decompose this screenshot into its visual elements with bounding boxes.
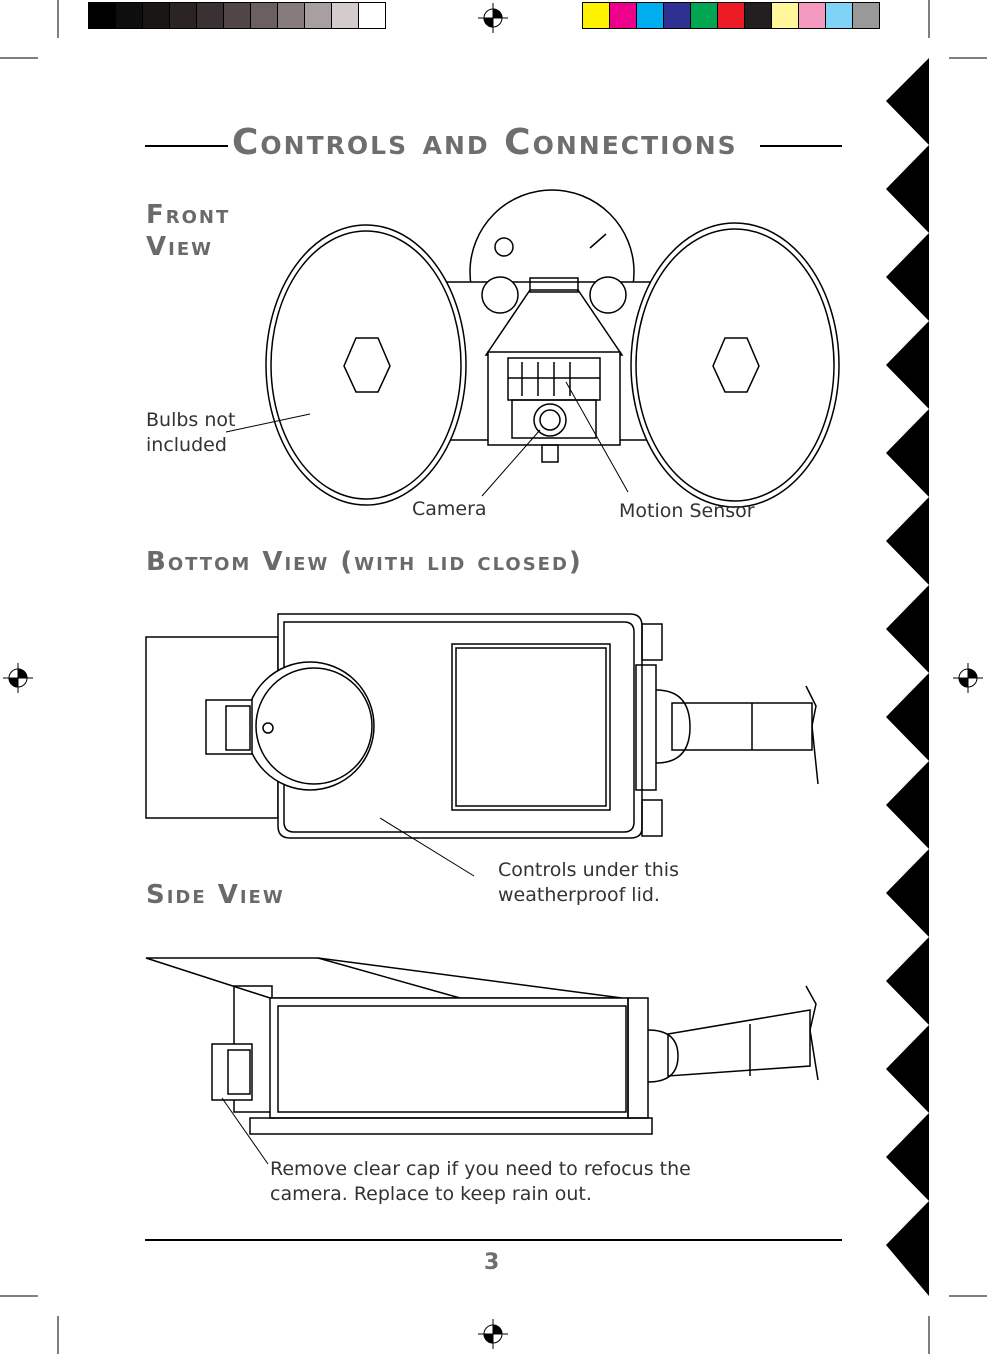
- cap-label-line1: Remove clear cap if you need to refocus …: [270, 1158, 691, 1180]
- gray-swatch: [358, 3, 385, 28]
- color-swatch: [690, 3, 717, 28]
- side-view-heading: Side View: [146, 880, 285, 910]
- front-view-drawing: [265, 189, 840, 508]
- color-swatch: [717, 3, 744, 28]
- page-number: 3: [484, 1250, 500, 1275]
- color-swatch: [636, 3, 663, 28]
- color-swatch: [852, 3, 879, 28]
- registration-target-top: [478, 3, 508, 33]
- bottom-view-heading: Bottom View (with lid closed): [146, 547, 583, 577]
- zigzag-edge-decoration: [886, 58, 929, 1296]
- lid-label-line1: Controls under this: [498, 859, 679, 881]
- motion-sensor-label: Motion Sensor: [619, 500, 755, 522]
- gray-swatch: [304, 3, 331, 28]
- gray-swatch: [142, 3, 169, 28]
- bottom-view-drawing: [145, 613, 819, 839]
- side-view-drawing: [145, 957, 819, 1135]
- gray-swatch: [169, 3, 196, 28]
- gray-calibration-bar: [88, 2, 386, 29]
- color-swatch: [583, 3, 609, 28]
- gray-swatch: [277, 3, 304, 28]
- registration-target-left: [3, 663, 33, 693]
- front-view-heading-line1: Front: [146, 200, 231, 230]
- gray-swatch: [250, 3, 277, 28]
- gray-swatch: [89, 3, 115, 28]
- color-swatch: [609, 3, 636, 28]
- color-swatch: [663, 3, 690, 28]
- gray-swatch: [223, 3, 250, 28]
- camera-label: Camera: [412, 498, 487, 520]
- color-swatch: [771, 3, 798, 28]
- side-view-leader: [221, 1097, 269, 1165]
- front-view-leaders: [225, 381, 629, 497]
- registration-target-bottom: [478, 1319, 508, 1349]
- page-title: Controls and Connections: [232, 122, 738, 163]
- lid-label-line2: weatherproof lid.: [498, 884, 660, 906]
- gray-swatch: [196, 3, 223, 28]
- color-swatch: [825, 3, 852, 28]
- gray-swatch: [115, 3, 142, 28]
- front-view-heading-line2: View: [146, 232, 213, 262]
- color-swatch: [798, 3, 825, 28]
- registration-target-right: [953, 663, 983, 693]
- gray-swatch: [331, 3, 358, 28]
- color-calibration-bar: [582, 2, 880, 29]
- bottom-view-leader: [379, 817, 475, 877]
- bulbs-label-line2: included: [146, 434, 227, 456]
- cap-label-line2: camera. Replace to keep rain out.: [270, 1183, 592, 1205]
- bulbs-label-line1: Bulbs not: [146, 409, 236, 431]
- color-swatch: [744, 3, 771, 28]
